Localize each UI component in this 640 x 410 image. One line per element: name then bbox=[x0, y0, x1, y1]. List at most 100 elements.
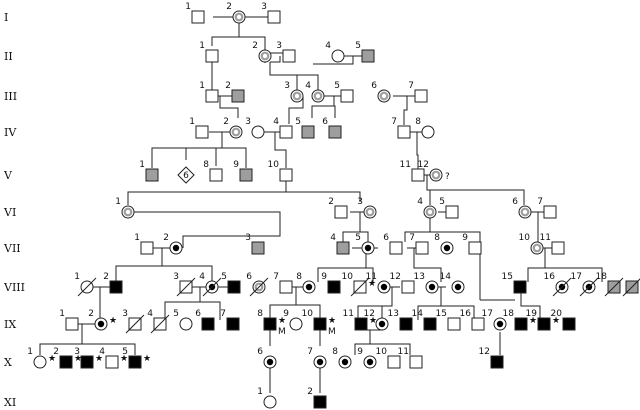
individual-number: 3 bbox=[261, 2, 267, 12]
individual-number: 5 bbox=[439, 197, 445, 207]
carrier-dot bbox=[364, 244, 372, 252]
individual-x-12: 12 bbox=[479, 347, 504, 369]
individual-number: 3 bbox=[357, 197, 363, 207]
individual-number: 2 bbox=[163, 233, 169, 243]
deceased-slash bbox=[579, 277, 599, 297]
generation-label-v: V bbox=[3, 169, 13, 182]
carrier-dot bbox=[97, 320, 105, 328]
individual-number: 5 bbox=[122, 347, 128, 357]
individual-number: 3 bbox=[276, 41, 282, 51]
individual-symbol bbox=[414, 89, 428, 103]
individual-number: 7 bbox=[307, 347, 313, 357]
individual-iv-7: 7 bbox=[391, 117, 411, 139]
individual-symbol bbox=[468, 241, 482, 255]
generation-label-vii: VII bbox=[3, 242, 21, 255]
individual-ix-1: 1 bbox=[59, 309, 79, 331]
individual-symbol bbox=[331, 49, 345, 63]
individual-number: 7 bbox=[408, 81, 414, 91]
deceased-slash bbox=[125, 314, 145, 334]
deceased-slash bbox=[249, 277, 269, 297]
individual-ii-2: 2 bbox=[252, 41, 272, 63]
carrier-dot bbox=[125, 209, 131, 215]
carrier-dot bbox=[233, 129, 239, 135]
individual-ix-10: 10★M bbox=[302, 309, 337, 337]
individual-number: 11 bbox=[540, 233, 551, 243]
individual-number: 3 bbox=[122, 309, 128, 319]
individual-viii-12: 12 bbox=[390, 272, 415, 294]
individual-vi-4: 4 bbox=[417, 197, 437, 219]
individual-number: 11 bbox=[400, 160, 411, 170]
individual-vii-10: 10 bbox=[519, 233, 544, 255]
individual-viii-17: 17 bbox=[571, 272, 599, 297]
individual-symbol bbox=[471, 317, 485, 331]
individual-number: 1 bbox=[59, 309, 65, 319]
individual-viii-9: 9 bbox=[321, 272, 341, 294]
individual-symbol bbox=[205, 49, 219, 63]
individual-symbol bbox=[289, 317, 303, 331]
individual-ix-9: 9 bbox=[283, 309, 303, 331]
individual-i-2: 2 bbox=[226, 2, 246, 24]
individual-number: 13 bbox=[414, 272, 425, 282]
individual-number: 10 bbox=[519, 233, 531, 243]
individual-vii-4: 4 bbox=[330, 233, 350, 255]
individual-ix-17: 17 bbox=[482, 309, 507, 331]
individual-number: 6 bbox=[371, 81, 377, 91]
individual-symbol bbox=[201, 317, 215, 331]
individual-symbol bbox=[399, 317, 413, 331]
individual-vii-9: 9 bbox=[462, 233, 482, 255]
individual-symbol bbox=[490, 355, 504, 369]
carrier-dot bbox=[433, 172, 439, 178]
individual-number: 5 bbox=[355, 41, 361, 51]
individual-number: 3 bbox=[245, 233, 251, 243]
individual-ii-4: 4 bbox=[325, 41, 345, 63]
individual-symbol bbox=[59, 355, 73, 369]
individual-symbol bbox=[514, 317, 528, 331]
individual-iii-3: 3 bbox=[284, 81, 304, 103]
individual-number: 14 bbox=[412, 309, 424, 319]
individual-symbol bbox=[227, 280, 241, 294]
individual-number: 1 bbox=[74, 272, 80, 282]
individual-iii-2: 2 bbox=[225, 81, 245, 103]
individual-x-2: 2★ bbox=[53, 347, 82, 369]
individual-number: 6 bbox=[195, 309, 201, 319]
individual-number: 19 bbox=[526, 309, 538, 319]
individual-ix-7: 7 bbox=[220, 309, 240, 331]
individual-number: 1 bbox=[199, 41, 205, 51]
individual-number: 4 bbox=[273, 117, 279, 127]
carrier-dot bbox=[496, 320, 504, 328]
individual-symbol bbox=[279, 168, 293, 182]
carrier-dot bbox=[534, 245, 540, 251]
individual-number: 12 bbox=[390, 272, 401, 282]
individual-symbol bbox=[177, 166, 195, 184]
individual-iv-2: 2 bbox=[223, 117, 243, 139]
individual-symbol bbox=[263, 317, 277, 331]
star-marker-icon: ★ bbox=[552, 316, 560, 326]
individual-number: 6 bbox=[322, 117, 328, 127]
deceased-slash bbox=[202, 277, 222, 297]
individual-ix-18: 18★ bbox=[503, 309, 537, 331]
individual-symbol bbox=[423, 317, 437, 331]
individual-number: 10 bbox=[376, 347, 388, 357]
individual-number: 1 bbox=[115, 197, 121, 207]
individual-number: 4 bbox=[325, 41, 331, 51]
individual-number: 3 bbox=[74, 347, 80, 357]
individual-ix-15: 15 bbox=[436, 309, 461, 331]
individual-iv-8: 8 bbox=[415, 117, 435, 139]
deceased-slash bbox=[622, 278, 640, 297]
carrier-dot bbox=[367, 209, 373, 215]
individual-xi-2: 2 bbox=[307, 387, 327, 409]
individual-symbol bbox=[562, 317, 576, 331]
individual-vii-8: 8 bbox=[434, 233, 454, 255]
individual-symbol bbox=[226, 317, 240, 331]
individual-number: 6 bbox=[512, 197, 518, 207]
individual-symbol bbox=[279, 125, 293, 139]
individual-symbol bbox=[328, 125, 342, 139]
carrier-dot bbox=[522, 209, 528, 215]
individual-symbol bbox=[209, 168, 223, 182]
individual-v-12: 12? bbox=[418, 160, 450, 182]
individual-ix-19: 19 ★ bbox=[526, 309, 560, 331]
individual-symbol bbox=[205, 89, 219, 103]
individual-symbol bbox=[80, 355, 94, 369]
individual-viii-7: 7 bbox=[273, 272, 293, 294]
